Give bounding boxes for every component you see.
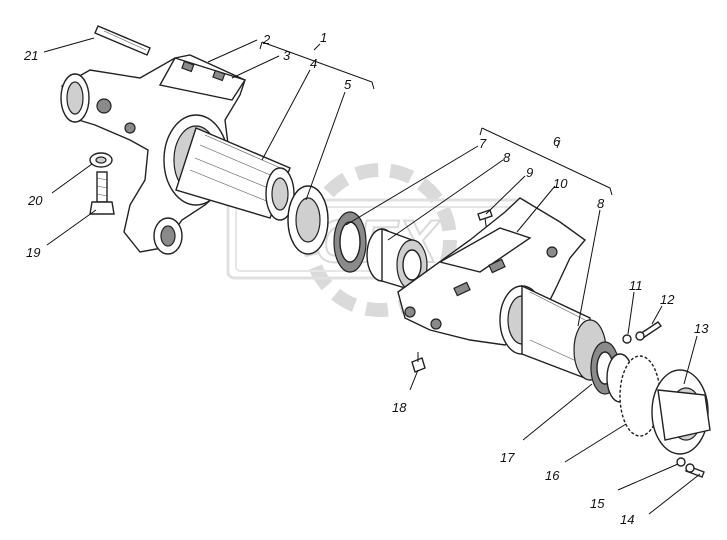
label-5: 5	[344, 77, 352, 92]
label-15: 15	[590, 496, 605, 511]
label-18: 18	[392, 400, 407, 415]
label-21: 21	[23, 48, 38, 63]
part-7-seal	[333, 211, 367, 273]
group-bracket-6	[479, 127, 613, 196]
part-19-bolt	[89, 171, 115, 215]
part-11-washer	[622, 334, 632, 344]
part-4-splined-shaft	[175, 127, 295, 221]
label-11: 11	[629, 278, 643, 293]
part-14-bolt	[685, 463, 705, 478]
label-4: 4	[310, 56, 317, 71]
leader-lines	[43, 37, 701, 515]
label-14: 14	[620, 512, 634, 527]
part-13-hub-cap	[651, 369, 711, 455]
label-7: 7	[479, 136, 487, 151]
part-8-bearing-left	[366, 227, 428, 291]
label-6: 6	[553, 134, 561, 149]
label-12: 12	[660, 292, 675, 307]
label-19: 19	[26, 245, 40, 260]
label-8a: 8	[503, 150, 511, 165]
label-8b: 8	[597, 196, 605, 211]
label-2: 2	[262, 32, 271, 47]
part-5-washer	[287, 185, 329, 255]
part-labels: 1 2 3 4 5 6 7 8 9 10 8 11 12 13 14 15 16…	[23, 30, 709, 527]
label-1: 1	[320, 30, 327, 45]
label-13: 13	[694, 321, 709, 336]
part-21-pin	[94, 25, 151, 56]
group-bracket-1	[259, 41, 375, 90]
label-3: 3	[283, 48, 291, 63]
label-16: 16	[545, 468, 560, 483]
part-12-bolt	[635, 321, 663, 341]
label-9: 9	[526, 165, 533, 180]
label-10: 10	[553, 176, 568, 191]
part-20-washer	[89, 152, 113, 168]
label-20: 20	[27, 193, 43, 208]
label-17: 17	[500, 450, 515, 465]
part-15-washer	[676, 457, 686, 467]
part-18-fitting	[411, 352, 426, 373]
